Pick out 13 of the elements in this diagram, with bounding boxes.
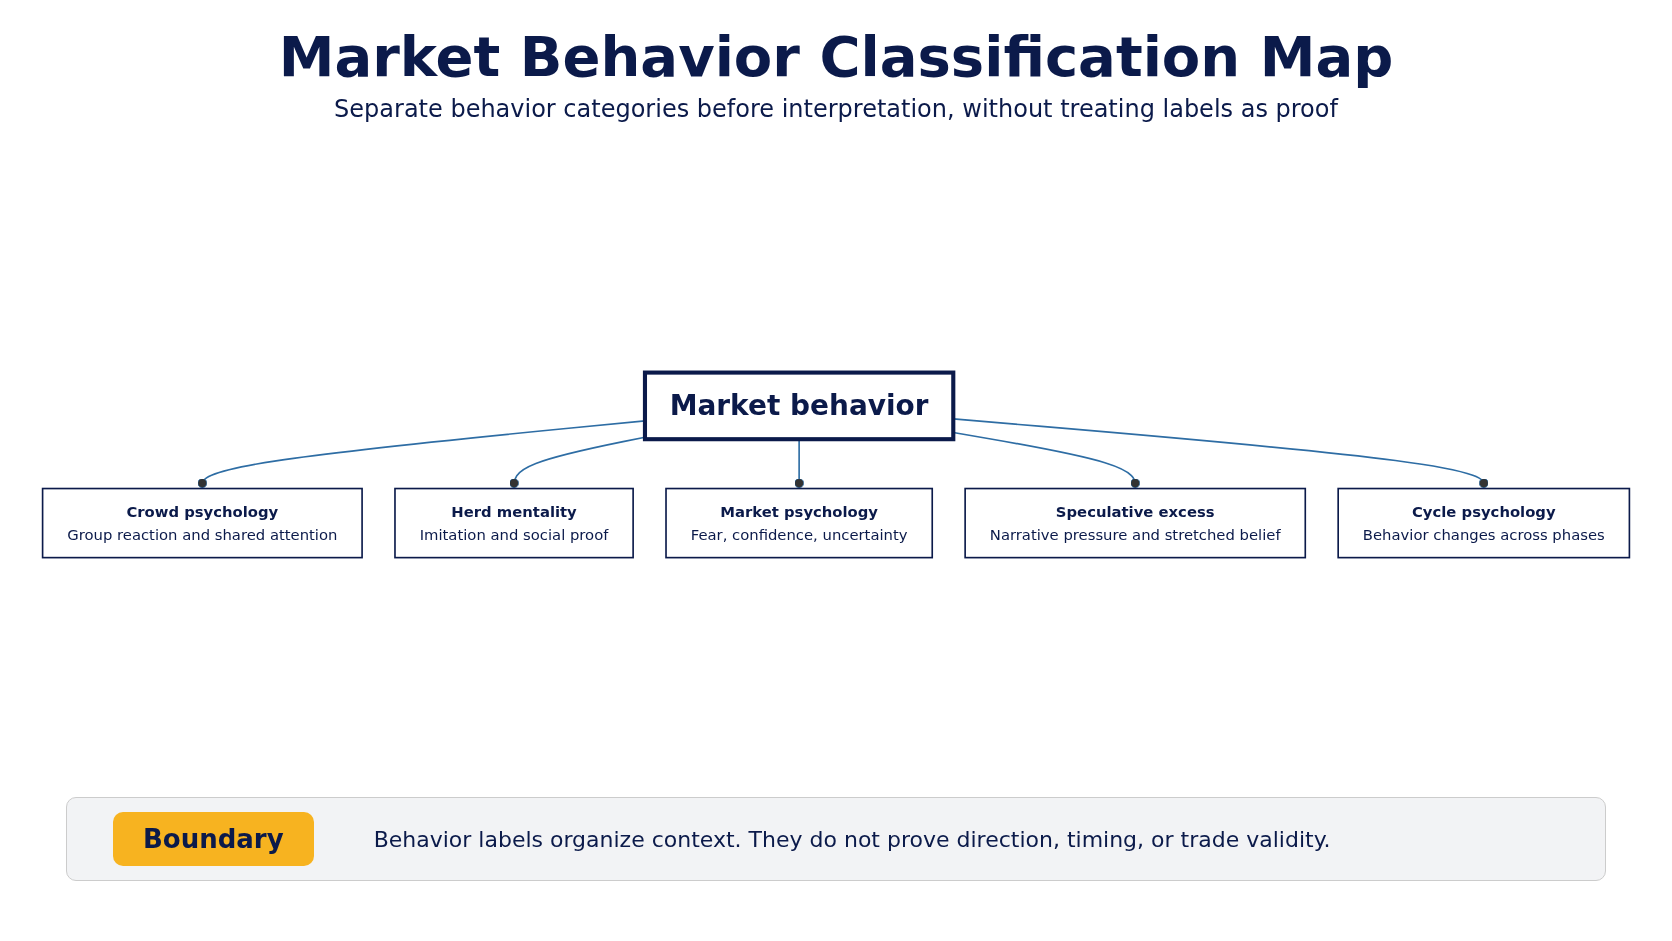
connector (197, 419, 646, 490)
node-box: Market behavior (642, 370, 956, 442)
node-box: Cycle psychology Behavior changes across phases (1337, 487, 1631, 559)
node-box: Market psychology Fear, confidence, uncertainty (665, 487, 934, 559)
node-box: Herd mentality Imitation and social proof (394, 487, 634, 559)
badge: Boundary (113, 812, 314, 866)
subtitle: Separate behavior categories before interpretation, without treating labels as proof (334, 95, 1338, 123)
node-box: Crowd psychology Group reaction and shared attention (41, 487, 363, 559)
title: Market Behavior Classification Map (278, 24, 1394, 89)
note-text: Behavior labels organize context. They do not prove direction, timing, or trade validity. (373, 826, 1331, 852)
connector (509, 436, 646, 490)
node-box: Speculative excess Narrative pressure and stretched belief (964, 487, 1307, 559)
note-band (66, 797, 1606, 881)
